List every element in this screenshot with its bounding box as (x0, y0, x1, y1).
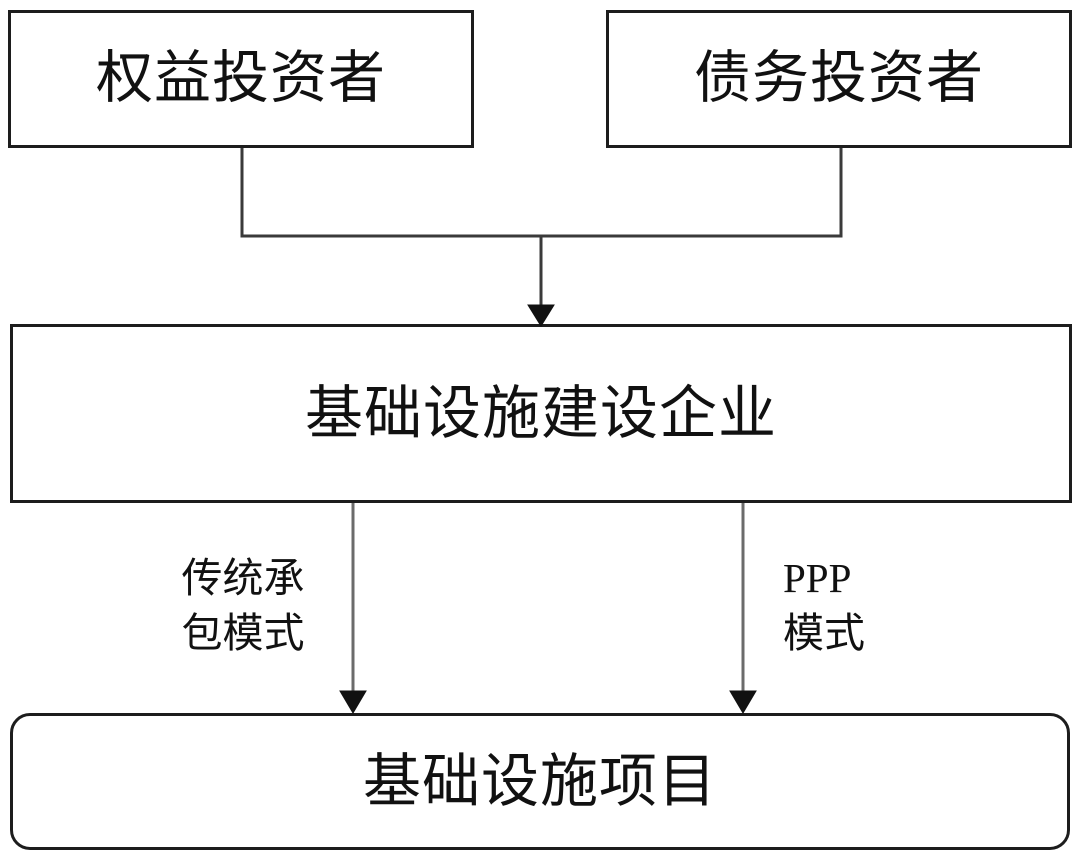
edge-label-ppp-mode: PPP 模式 (783, 555, 865, 657)
node-infrastructure-project[interactable]: 基础设施项目 (10, 713, 1070, 850)
edge-investors-to-enterprise-arrow (240, 148, 843, 327)
node-infrastructure-enterprise[interactable]: 基础设施建设企业 (10, 324, 1072, 503)
edge-ppp-arrow (729, 503, 757, 714)
node-equity-investors[interactable]: 权益投资者 (8, 10, 474, 148)
edge-label-traditional-contracting: 传统承 包模式 (181, 555, 305, 657)
node-debt-investors[interactable]: 债务投资者 (606, 10, 1072, 148)
edge-traditional-arrow (339, 503, 367, 714)
node-infrastructure-project-label: 基础设施项目 (362, 748, 717, 814)
node-equity-investors-label: 权益投资者 (96, 46, 386, 110)
node-infrastructure-enterprise-label: 基础设施建设企业 (304, 380, 777, 446)
node-debt-investors-label: 债务投资者 (694, 46, 984, 110)
